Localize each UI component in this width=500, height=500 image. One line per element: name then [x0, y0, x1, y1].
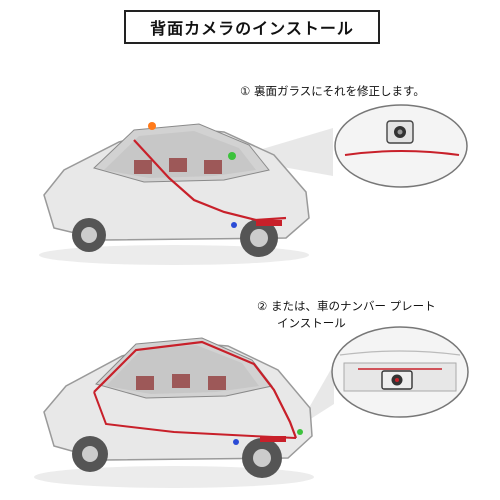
step-2-text-line2: インストール	[277, 316, 346, 330]
page-title-text: 背面カメラのインストール	[150, 19, 354, 38]
zoom-license-plate-camera	[331, 326, 469, 418]
car-illustration-rear-window	[39, 122, 310, 265]
step-1-caption: ① 裏面ガラスにそれを修正します。	[240, 83, 425, 100]
step-1-marker: ①	[240, 84, 251, 98]
step-2-caption: ② または、車のナンバー プレート インストール	[257, 298, 472, 332]
step-2-marker: ②	[257, 299, 268, 313]
car-illustration-license-plate	[34, 337, 314, 488]
step-1-text: 裏面ガラスにそれを修正します。	[253, 84, 425, 98]
zoom-rear-window-camera	[334, 104, 468, 188]
page-title: 背面カメラのインストール	[124, 10, 380, 44]
step-2-text-line1: または、車のナンバー プレート	[270, 299, 436, 313]
